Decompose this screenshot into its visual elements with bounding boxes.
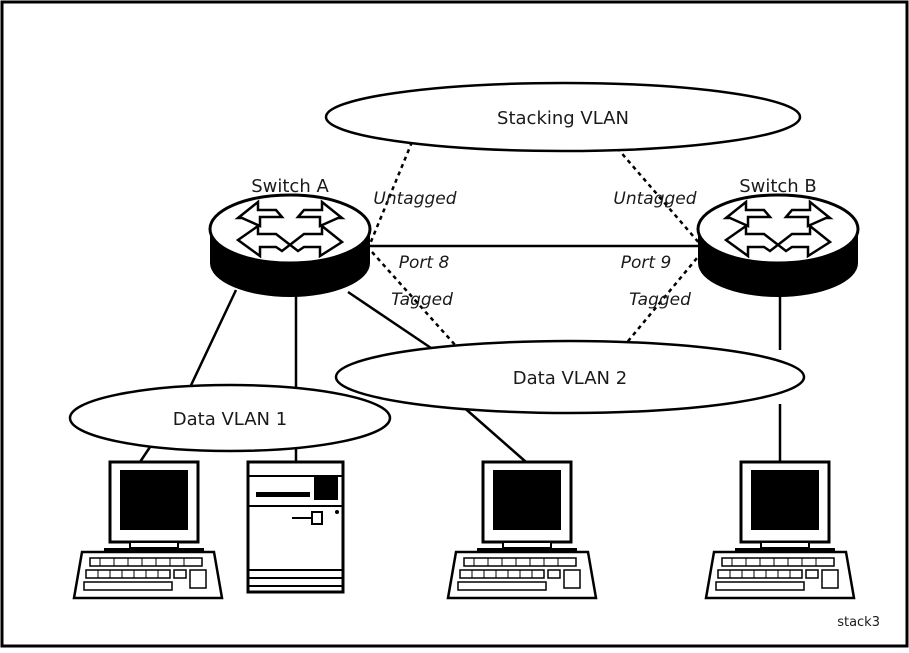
port-8-label: Port 8 (399, 253, 450, 273)
workstation-icon (704, 460, 856, 600)
untagged-link-left (368, 141, 414, 245)
link-vlan2-to-pc3 (459, 403, 527, 463)
data-vlan-1-label: Data VLAN 1 (173, 409, 287, 430)
switch-b-label: Switch B (739, 176, 817, 197)
switch-icon (696, 193, 860, 299)
link-switch-a-to-vlan2 (347, 290, 435, 352)
solid-links (138, 244, 782, 463)
link-switch-a-to-vlan1 (183, 289, 238, 399)
stacking-vlan-ellipse (324, 81, 802, 153)
switch-a-label: Switch A (251, 176, 329, 197)
untagged-left-label: Untagged (373, 189, 456, 209)
tagged-right-label: Tagged (629, 290, 691, 310)
keyboard-icon (72, 550, 224, 600)
data-vlan-1-ellipse (68, 383, 392, 453)
figure-id-label: stack3 (837, 615, 880, 630)
untagged-right-label: Untagged (613, 189, 696, 209)
port-9-label: Port 9 (621, 253, 672, 273)
tower-server-icon (246, 460, 345, 594)
dashed-links (368, 141, 703, 347)
untagged-link-right (611, 141, 701, 245)
workstation-icon (72, 460, 224, 600)
data-vlan-2-ellipse (334, 339, 806, 415)
data-vlan-2-label: Data VLAN 2 (513, 368, 627, 389)
keyboard-icon (704, 550, 856, 600)
keyboard-icon (446, 550, 598, 600)
switch-icon (208, 193, 372, 299)
stacking-vlan-label: Stacking VLAN (497, 108, 629, 129)
tagged-left-label: Tagged (391, 290, 453, 310)
tagged-link-left (371, 251, 457, 347)
workstation-icon (446, 460, 598, 600)
